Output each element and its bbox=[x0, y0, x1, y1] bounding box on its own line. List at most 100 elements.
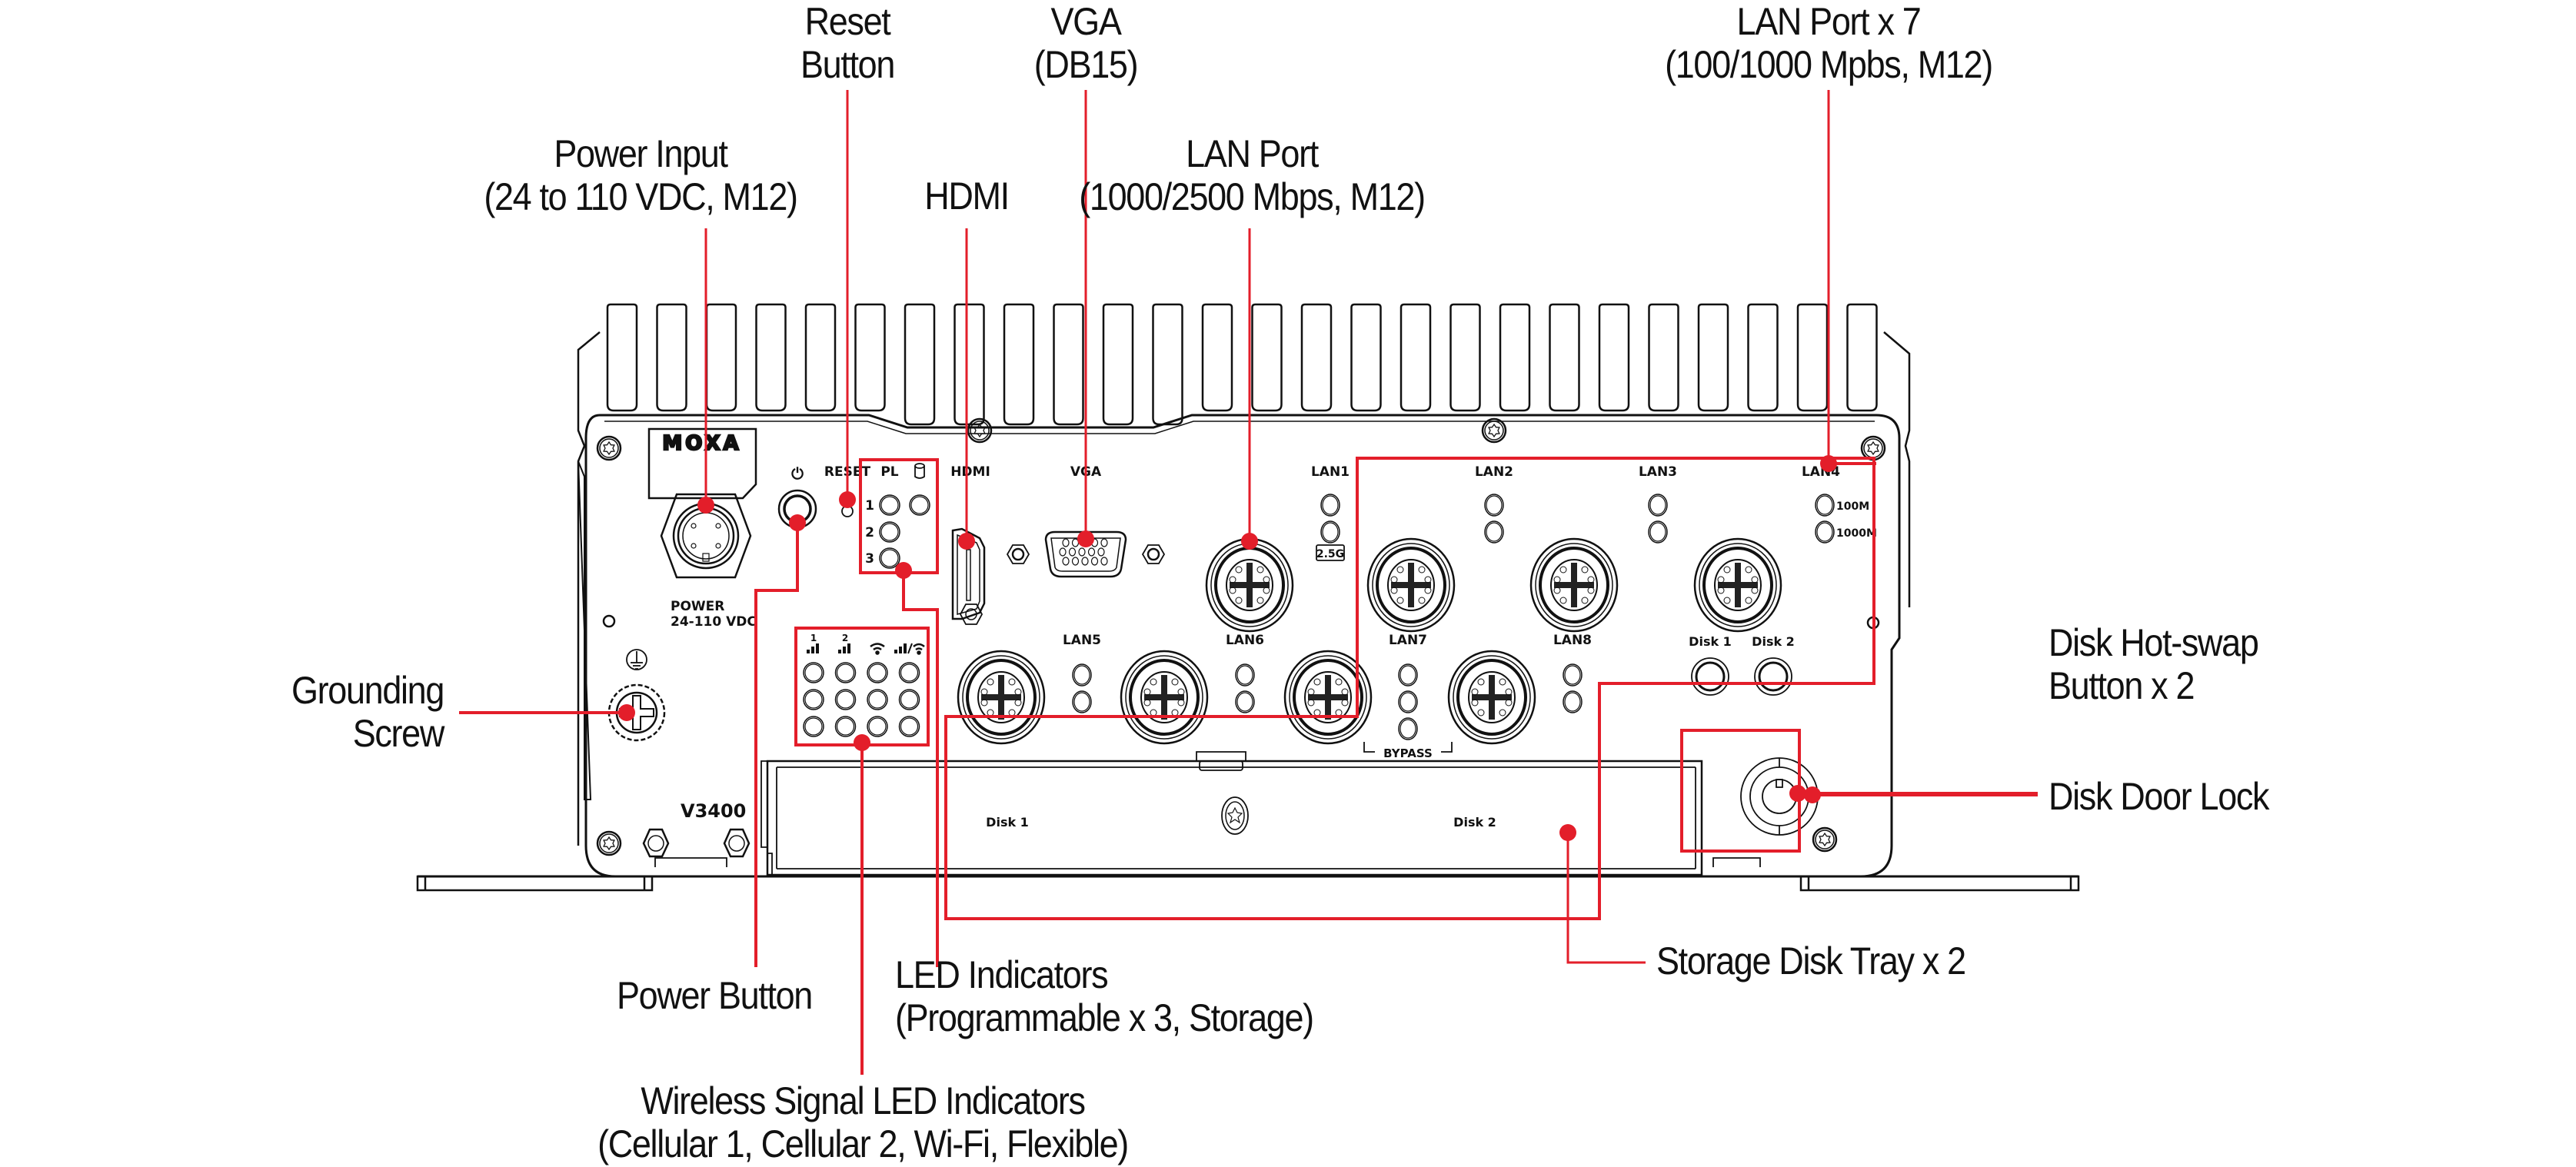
disk-tray-label-2: Disk 2 bbox=[1453, 815, 1496, 830]
heatsink-fin bbox=[1499, 303, 1531, 412]
callout-storage-tray: Storage Disk Tray x 2 bbox=[1656, 939, 2141, 982]
pl-label: PL bbox=[880, 464, 898, 480]
led-indicator bbox=[909, 494, 930, 516]
callout-leader-lines bbox=[459, 90, 2038, 1075]
power-symbol-icon: ⏻ bbox=[791, 464, 804, 483]
lan-m12-port bbox=[1366, 537, 1456, 633]
heatsink-fin bbox=[954, 303, 985, 426]
wireless-header-1: 1 bbox=[810, 633, 817, 643]
heatsink-fin bbox=[1648, 303, 1679, 412]
pl-leds bbox=[879, 494, 930, 569]
lan4-speed-1000m: 1000M bbox=[1836, 527, 1877, 540]
wireless-led bbox=[803, 689, 824, 710]
heatsink-fin bbox=[1350, 303, 1382, 412]
callout-led-line2: (Programmable x 3, Storage) bbox=[895, 996, 1314, 1039]
lan1-label: LAN1 bbox=[1311, 464, 1350, 480]
wireless-led bbox=[898, 662, 920, 683]
heatsink-fin bbox=[656, 303, 687, 412]
wireless-led-highlight-box bbox=[794, 627, 930, 746]
pl-number-2: 2 bbox=[865, 525, 874, 540]
callout-grounding-screw: Grounding Screw bbox=[236, 669, 444, 755]
heatsink-fin bbox=[1846, 303, 1878, 412]
heatsink-fin bbox=[1399, 303, 1432, 412]
callout-wireless-line1: Wireless Signal LED Indicators bbox=[641, 1079, 1086, 1122]
model-label: V3400 bbox=[681, 800, 746, 822]
lan-led bbox=[1815, 494, 1835, 517]
bypass-label: BYPASS bbox=[1383, 746, 1433, 760]
wireless-led bbox=[867, 662, 888, 683]
callout-power-input: Power Input (24 to 110 VDC, M12) bbox=[433, 132, 848, 218]
callout-wireless-line2: (Cellular 1, Cellular 2, Wi-Fi, Flexible… bbox=[597, 1122, 1129, 1165]
heatsink-fin bbox=[606, 303, 638, 412]
lan-m12-port bbox=[1205, 537, 1294, 633]
wireless-led bbox=[834, 689, 857, 710]
storage-disk-tray bbox=[766, 751, 1703, 876]
pl-number-3: 3 bbox=[865, 551, 874, 567]
led-indicator bbox=[879, 521, 900, 543]
torx-screw bbox=[967, 417, 993, 444]
wireless-led bbox=[803, 716, 824, 737]
moxa-logo-plate bbox=[647, 427, 757, 500]
panel-hole-left bbox=[602, 614, 616, 628]
dot-power-button bbox=[789, 514, 806, 531]
pl-number-1: 1 bbox=[865, 498, 874, 514]
tray-left-bracket bbox=[760, 760, 773, 875]
callout-reset-line1: Reset bbox=[804, 0, 891, 43]
wireless-led bbox=[834, 662, 857, 683]
lan8-label: LAN8 bbox=[1553, 633, 1592, 648]
heatsink-fin bbox=[1549, 303, 1580, 412]
callout-disk-hotswap: Disk Hot-swap Button x 2 bbox=[2048, 621, 2464, 707]
hex-nut-1-hole bbox=[647, 835, 664, 852]
lan-led bbox=[1235, 663, 1255, 687]
vga-pin bbox=[1062, 538, 1070, 547]
dot-power-input bbox=[697, 497, 714, 514]
callout-lan-x7-line1: LAN Port x 7 bbox=[1736, 0, 1922, 43]
heatsink-fin bbox=[854, 303, 886, 412]
callout-disk-hotswap-line2: Button x 2 bbox=[2048, 664, 2195, 707]
lan-led bbox=[1398, 717, 1418, 740]
lan-led bbox=[1320, 520, 1340, 544]
dot-wireless bbox=[854, 734, 870, 751]
dot-storage-tray bbox=[1559, 824, 1576, 841]
cellular-2-signal-icon bbox=[838, 643, 850, 653]
callout-hdmi: HDMI bbox=[863, 175, 1070, 218]
panel-left-inset bbox=[577, 460, 592, 800]
front-panel-outline bbox=[584, 414, 1901, 878]
ground-symbol-icon bbox=[626, 649, 647, 670]
vga-pin bbox=[1071, 557, 1080, 566]
heatsink-fin bbox=[1102, 303, 1134, 426]
callout-power-input-line1: Power Input bbox=[554, 132, 728, 175]
lan-led bbox=[1648, 520, 1668, 544]
vga-pin bbox=[1100, 557, 1108, 566]
heatsink-fins bbox=[606, 303, 1878, 426]
vga-pin bbox=[1100, 538, 1108, 547]
lan-led bbox=[1563, 690, 1583, 713]
hdmi-panel-label: HDMI bbox=[950, 464, 990, 480]
lan-led bbox=[1072, 690, 1092, 713]
hex-nut-2-hole bbox=[728, 835, 745, 852]
heatsink-fin bbox=[1003, 303, 1035, 426]
wireless-led bbox=[803, 662, 824, 683]
vga-pins bbox=[1059, 538, 1108, 566]
vga-pin bbox=[1068, 547, 1077, 557]
lan-x7-highlight-outline bbox=[944, 457, 1875, 920]
cellular-1-signal-icon bbox=[807, 643, 819, 653]
callout-storage-tray-line1: Storage Disk Tray x 2 bbox=[1656, 939, 1966, 982]
power-label-line2: 24-110 VDC bbox=[671, 614, 757, 630]
heatsink-fin bbox=[755, 303, 787, 412]
wireless-leds bbox=[803, 662, 920, 737]
callout-vga-line2: (DB15) bbox=[1033, 43, 1139, 86]
torx-screw bbox=[596, 435, 622, 461]
bottom-hook-left bbox=[654, 857, 727, 867]
lan-m12-port bbox=[1529, 537, 1619, 633]
vga-pin bbox=[1059, 547, 1067, 557]
vga-pin bbox=[1062, 557, 1070, 566]
lan6-label: LAN6 bbox=[1226, 633, 1264, 648]
dot-lan-port bbox=[1241, 533, 1258, 550]
torx-screw bbox=[1860, 435, 1886, 461]
callout-lan-x7-line2: (100/1000 Mpbs, M12) bbox=[1665, 43, 1993, 86]
lan-m12-port bbox=[1120, 650, 1209, 745]
dot-lan-x7 bbox=[1820, 455, 1837, 472]
lan3-label: LAN3 bbox=[1639, 464, 1677, 480]
